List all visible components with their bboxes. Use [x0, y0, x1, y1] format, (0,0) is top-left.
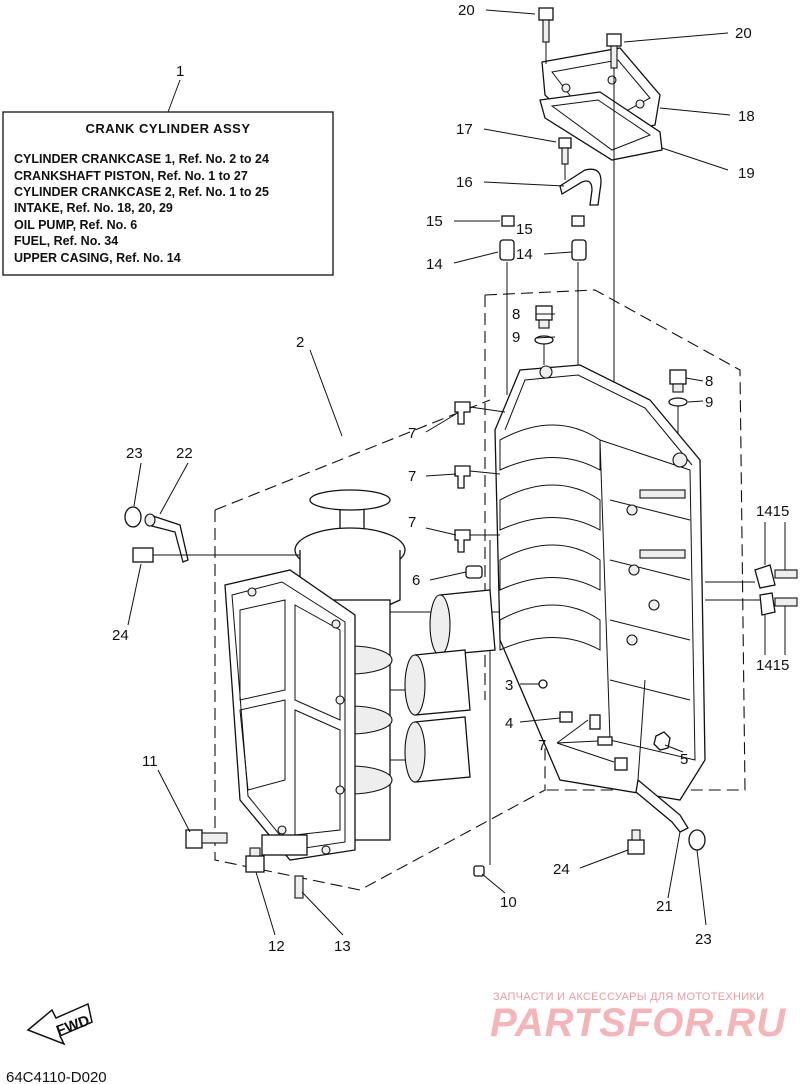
pin-10: [473, 865, 485, 877]
bolt-24-left: [132, 547, 300, 563]
callout-2: 2: [296, 334, 304, 351]
watermark-tagline: ЗАПЧАСТИ И АКСЕССУАРЫ ДЛЯ МОТОТЕХНИКИ: [493, 991, 764, 1003]
stud-13: [294, 875, 304, 899]
info-line-3: CYLINDER CRANKCASE 2, Ref. No. 1 to 25: [14, 185, 269, 199]
info-box: 1 CRANK CYLINDER ASSY CYLINDER CRANKCASE…: [2, 63, 334, 276]
callout-12: 12: [268, 938, 285, 955]
info-line-1: CYLINDER CRANKCASE 1, Ref. No. 2 to 24: [14, 152, 269, 166]
callout-16: 16: [456, 174, 473, 191]
callout-13: 13: [334, 938, 351, 955]
nipple-6: [465, 565, 483, 579]
callout-1415a: 1415: [756, 503, 789, 520]
info-line-6: FUEL, Ref. No. 34: [14, 234, 118, 248]
callout-18: 18: [738, 108, 755, 125]
callout-3: 3: [505, 677, 513, 694]
bracket-14-right: [571, 239, 587, 261]
crankcase-cover-frame: [224, 569, 356, 861]
callout-7d: 7: [538, 737, 546, 754]
bracket-1415-lower: [705, 592, 798, 616]
cylinder-crankcase-block: [494, 364, 706, 801]
bolt-17: [558, 137, 572, 165]
plug-12: [245, 847, 265, 873]
cap-23-left: [124, 506, 142, 528]
callout-4: 4: [505, 715, 513, 732]
intake-gasket: [539, 91, 663, 161]
callout-labels: 20 20 18 19 17 16 15 15 14 14 8 9 8 9 2 …: [112, 2, 789, 955]
clamp-16: [559, 168, 602, 206]
piston-lower: [404, 716, 471, 783]
callout-23b: 23: [695, 931, 712, 948]
dowel-3: [538, 679, 548, 689]
bolt-20-right: [606, 33, 622, 69]
screw-15-left: [501, 215, 515, 227]
callout-7c: 7: [408, 514, 416, 531]
callout-1: 1: [176, 63, 184, 80]
oil-pipe-22: [144, 513, 189, 563]
info-line-2: CRANKSHAFT PISTON, Ref. No. 1 to 27: [14, 169, 248, 183]
callout-17: 17: [456, 121, 473, 138]
piston-middle: [404, 649, 471, 716]
watermark-logo: PARTSFOR.RU: [490, 1001, 786, 1045]
piston-upper: [429, 589, 496, 656]
callout-8b: 8: [705, 373, 713, 390]
callout-15b: 15: [516, 221, 533, 238]
screw-15-right: [571, 215, 585, 227]
callout-8a: 8: [512, 306, 520, 323]
fitting-7a: [454, 401, 506, 425]
info-line-5: OIL PUMP, Ref. No. 6: [14, 218, 137, 232]
diagram-code: 64C4110-D020: [6, 1069, 107, 1084]
cap-23-right: [688, 829, 706, 851]
callout-19: 19: [738, 165, 755, 182]
bracket-1415-upper: [705, 564, 798, 589]
watermark: ЗАПЧАСТИ И АКСЕССУАРЫ ДЛЯ МОТОТЕХНИКИ PA…: [490, 991, 786, 1045]
callout-14a: 14: [426, 256, 443, 273]
callout-24a: 24: [112, 627, 129, 644]
callout-20a: 20: [458, 2, 475, 19]
callout-21: 21: [656, 898, 673, 915]
fitting-7c: [454, 529, 500, 553]
leader-lines: [127, 9, 786, 936]
plug-8-left: [535, 305, 553, 329]
callout-9b: 9: [705, 394, 713, 411]
bolt-24-right: [627, 829, 645, 855]
bolt-11: [185, 829, 228, 849]
washer-9-right: [668, 397, 688, 407]
callout-11: 11: [142, 753, 158, 770]
info-box-title: CRANK CYLINDER ASSY: [85, 121, 250, 136]
callout-7b: 7: [408, 468, 416, 485]
callout-14b: 14: [516, 246, 533, 263]
callout-1415b: 1415: [756, 657, 789, 674]
callout-5: 5: [680, 751, 688, 768]
bolt-20-left: [538, 7, 554, 43]
callout-20b: 20: [735, 25, 752, 42]
plug-8-right: [669, 369, 687, 393]
fitting-7b: [454, 465, 501, 489]
info-box-frame: [2, 111, 334, 276]
callout-10: 10: [500, 894, 517, 911]
callout-9a: 9: [512, 329, 520, 346]
callout-23a: 23: [126, 445, 143, 462]
callout-24b: 24: [553, 861, 570, 878]
callout-22: 22: [176, 445, 193, 462]
info-line-4: INTAKE, Ref. No. 18, 20, 29: [14, 201, 173, 215]
info-line-7: UPPER CASING, Ref. No. 14: [14, 251, 181, 265]
callout-6: 6: [412, 572, 420, 589]
bracket-14-left: [499, 239, 515, 261]
fwd-arrow: FWD: [26, 1002, 93, 1046]
callout-7a: 7: [408, 425, 416, 442]
plug-4: [559, 711, 573, 723]
callout-15a: 15: [426, 213, 443, 230]
